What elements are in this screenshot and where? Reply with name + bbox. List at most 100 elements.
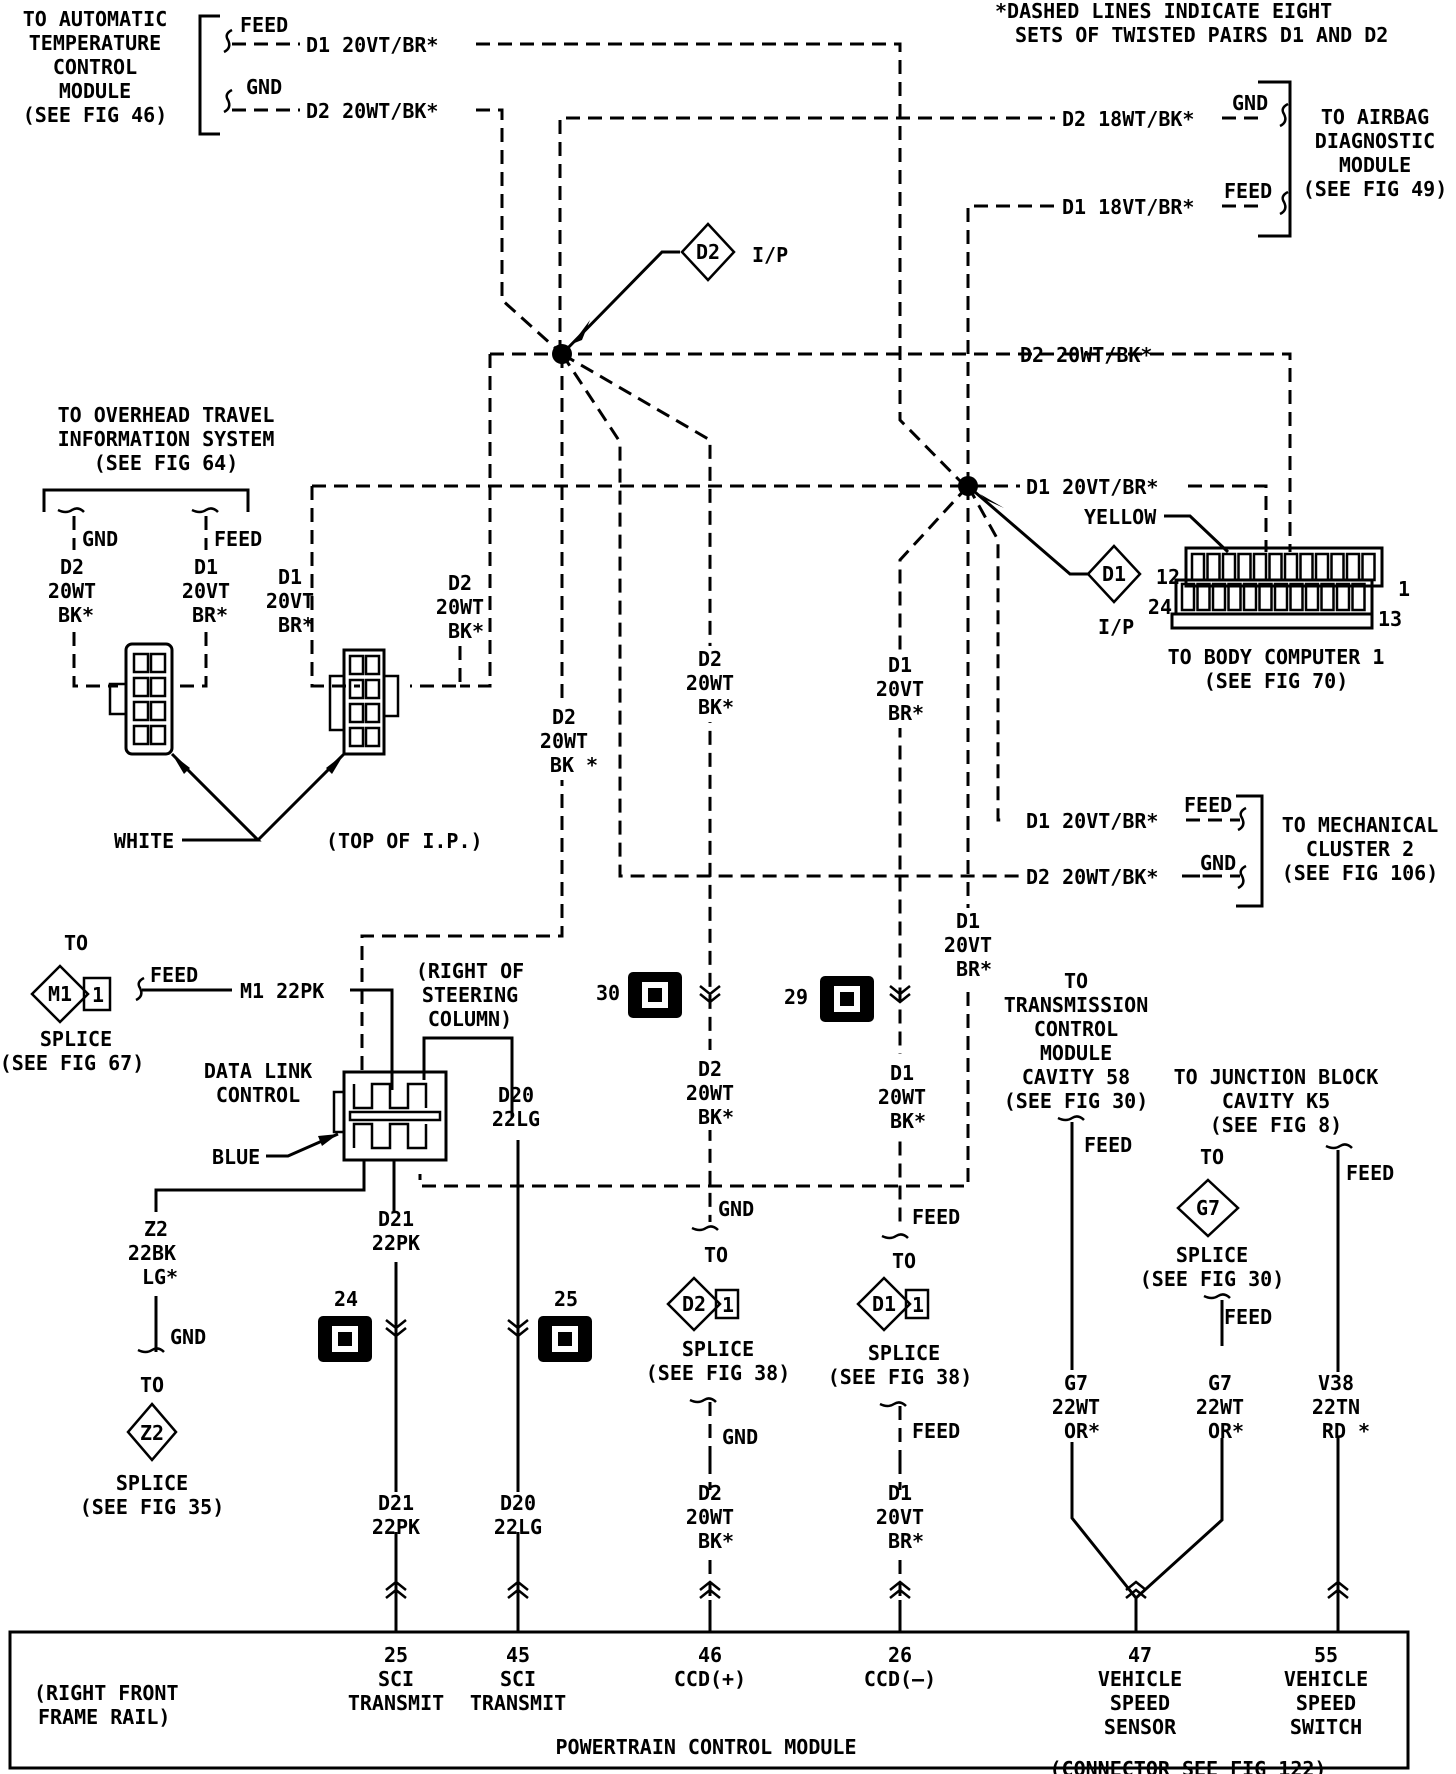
d2-main-run (490, 352, 1292, 552)
v2-label: D2 (698, 647, 722, 671)
z2-splice-block: Z2 22BK LG* GND TO Z2 SPLICE (SEE FIG 35… (80, 1217, 225, 1519)
junction-line: CAVITY K5 (1222, 1089, 1330, 1113)
atc-module-block: TO AUTOMATIC TEMPERATURE CONTROL MODULE … (23, 7, 438, 136)
v3-label: BR* (888, 701, 924, 725)
yellow-label: YELLOW (1084, 505, 1157, 529)
lower-g7b: G7 (1208, 1371, 1232, 1395)
pcm-pin-number: 47 (1128, 1643, 1152, 1667)
vertical-wire-labels: D2 20WT BK * D2 20WT BK* D1 20VT BR* D1 … (530, 646, 1002, 984)
lower-g7b: 22WT (1196, 1395, 1244, 1419)
g7-splice-block: TO G7 SPLICE (SEE FIG 30) FEED (1140, 1145, 1284, 1346)
d1-trunk-label: D1 20VT/BR* (1026, 475, 1158, 499)
g7-id: G7 (1196, 1196, 1220, 1220)
dlc-pins-bottom (352, 1122, 428, 1150)
pcm-pin-function: VEHICLE (1098, 1667, 1182, 1691)
inline-connector-icon (538, 1316, 592, 1362)
tcm-line: TRANSMISSION (1004, 993, 1149, 1017)
connector-pins (132, 652, 167, 746)
pin (1361, 552, 1376, 582)
wire-run (72, 632, 118, 688)
lower-d21: 22PK (372, 1515, 420, 1539)
pin (149, 724, 167, 746)
pin-24-label: 24 (1148, 595, 1172, 619)
splice-d2-diamond-icon (666, 1276, 722, 1332)
gnd-break-icon (57, 507, 85, 514)
pcm-pin-number: 26 (888, 1643, 912, 1667)
pin (1335, 582, 1351, 612)
pcm-pin-function: SPEED (1110, 1691, 1170, 1715)
atc-line: MODULE (59, 79, 131, 103)
tcm-feed: FEED (1084, 1133, 1132, 1157)
pcm-pin-number: 55 (1314, 1643, 1338, 1667)
overhead-bracket (42, 488, 250, 512)
lower-d2: D2 (698, 1481, 722, 1505)
feed-break-icon (1203, 1293, 1231, 1300)
airbag-line: DIAGNOSTIC (1315, 129, 1435, 153)
chevron-down-icon (507, 1319, 529, 1338)
junction-line: (SEE FIG 8) (1210, 1113, 1342, 1137)
m1-line: SPLICE (40, 1027, 112, 1051)
pin (1351, 582, 1366, 612)
tcm-line: TO (1064, 969, 1088, 993)
pin (1196, 582, 1211, 612)
splice-d2-ip-id: D2 (696, 240, 720, 264)
v2-label: 20WT (686, 671, 734, 695)
dlc-line: CONTROL (216, 1083, 300, 1107)
pcm-pin-function: CCD(—) (864, 1667, 936, 1691)
lower-d21: D21 (378, 1491, 414, 1515)
body-connector-base (1170, 612, 1374, 630)
mech-bracket (1236, 794, 1264, 908)
lower-v38: RD * (1322, 1419, 1370, 1443)
pcm-connector-note: (CONNECTOR SEE FIG 122) (1050, 1757, 1327, 1774)
lower-d1: BR* (888, 1529, 924, 1553)
overhead-wire-a: 20WT (48, 579, 96, 603)
v4-label: D1 (956, 909, 980, 933)
overhead-wire-c: BR* (278, 613, 314, 637)
tcm-line: (SEE FIG 30) (1004, 1089, 1149, 1113)
tcm-line: MODULE (1040, 1041, 1112, 1065)
mid-d1-label: D1 (890, 1061, 914, 1085)
connector-25-label: 25 (554, 1287, 578, 1311)
splice-d2-ip-diamond-icon (680, 222, 736, 282)
pin (348, 726, 365, 748)
wire-run (410, 646, 462, 688)
lower-g7a: 22WT (1052, 1395, 1100, 1419)
g7-to: TO (1200, 1145, 1224, 1169)
mid-d2-label: D2 (698, 1057, 722, 1081)
top-of-ip-label: (TOP OF I.P.) (326, 829, 483, 853)
atc-d1-wire: D1 20VT/BR* (306, 33, 438, 57)
connector-24-label: 24 (334, 1287, 358, 1311)
pcm-pin-function: SCI (378, 1667, 414, 1691)
g7-line: SPLICE (1176, 1243, 1248, 1267)
tcm-line: CONTROL (1034, 1017, 1118, 1041)
pin (1345, 552, 1361, 582)
blue-label: BLUE (212, 1145, 260, 1169)
pcm-title: POWERTRAIN CONTROL MODULE (555, 1735, 856, 1759)
arrow-icon (326, 754, 344, 774)
airbag-bracket (1258, 80, 1292, 238)
d1-junction: D1 I/P D1 20VT/BR* (312, 475, 1268, 1222)
chevron-down-icon (385, 1319, 407, 1338)
tcm-line: CAVITY 58 (1022, 1065, 1130, 1089)
pin (1206, 552, 1221, 582)
dlc-d21: 22PK (372, 1231, 420, 1255)
pin (1304, 582, 1320, 612)
pin (132, 676, 150, 698)
dlc-pins-top (352, 1082, 428, 1110)
mid-d2-label: 20WT (686, 1081, 734, 1105)
pcm-location: (RIGHT FRONT (34, 1681, 179, 1705)
lower-d20: D20 (500, 1491, 536, 1515)
pin (364, 654, 381, 676)
dlc-d20: 22LG (492, 1107, 540, 1131)
splice-d1-ip-label: I/P (1098, 615, 1134, 639)
pcm-pin-function: VEHICLE (1284, 1667, 1368, 1691)
pin (132, 652, 150, 674)
chevron-up-icon (699, 1580, 721, 1599)
d2-ip-leader (560, 250, 680, 356)
atc-gnd-label: GND (246, 75, 282, 99)
m1-splice-block: TO M1 1 SPLICE (SEE FIG 67) FEED M1 22PK (0, 931, 394, 1090)
pin (1227, 582, 1242, 612)
z2-run-upper (154, 1160, 366, 1212)
note-line-1: *DASHED LINES INDICATE EIGHT (995, 0, 1332, 23)
